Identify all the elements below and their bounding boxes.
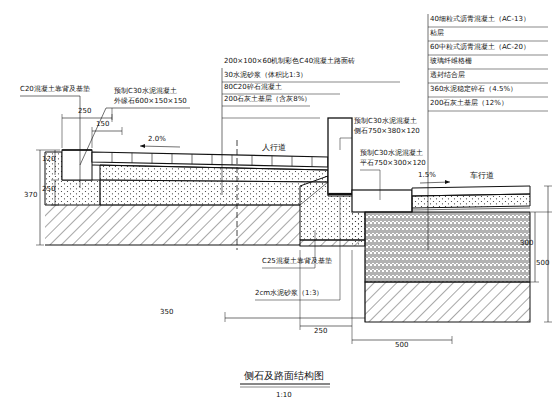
callout-text: 2cm水泥砂浆（1:3） — [255, 290, 323, 298]
callout-text: 预制C30水泥混凝土 — [354, 118, 417, 126]
layer-callout: 360水泥稳定碎石（4.5%） — [430, 86, 517, 94]
dimension-label: 250 — [314, 328, 327, 336]
callout-text: C25混凝土靠背及基垫 — [262, 258, 332, 266]
dimension-label: 350 — [160, 309, 173, 317]
dimension-label: 250 — [42, 186, 55, 194]
dimension-label: 250 — [78, 108, 91, 116]
layer-callout: 30水泥砂浆（体积比1:3） — [224, 72, 307, 80]
layer-callout: 200×100×60机制彩色C40混凝土路面砖 — [224, 58, 355, 66]
callout-text: 侧石750×380×120 — [354, 128, 420, 136]
layer-callout: 透封结合层 — [430, 72, 465, 80]
layer-callout: 玻璃纤维格栅 — [430, 58, 472, 66]
dimension-label: 120 — [42, 156, 55, 164]
scale-label: 1:10 — [276, 392, 292, 400]
zone-label: 人行道 — [262, 144, 286, 153]
callout-text: 外缘石600×150×150 — [114, 98, 187, 106]
dimension-label: 150 — [96, 121, 109, 129]
layer-callout: 40细粒式沥青混凝土（AC-13） — [430, 16, 530, 24]
dimension-label: 500 — [536, 260, 549, 268]
callout-text: 预制C30水泥混凝土 — [360, 150, 423, 158]
callout-text: 平石750×300×120 — [360, 160, 426, 168]
callout-text: C20混凝土靠背及基垫 — [20, 86, 90, 94]
layer-callout: 60中粒式沥青混凝土（AC-20） — [430, 44, 530, 52]
layer-callout: 80C20碎石混凝土 — [224, 84, 282, 92]
layer-callout: 200石灰土基层（12%） — [430, 100, 508, 108]
slope-label: 1.5% — [418, 172, 436, 180]
slope-label: 2.0% — [148, 136, 166, 144]
dimension-label: 370 — [24, 192, 37, 200]
callout-text: 预制C30水泥混凝土 — [114, 88, 177, 96]
layer-callout: 200石灰土基层（含灰8%） — [224, 96, 311, 104]
layer-callout: 粘层 — [430, 30, 444, 38]
drawing-caption: 侧石及路面结构图 — [244, 370, 324, 381]
zone-label: 车行道 — [470, 172, 494, 181]
dimension-label: 300 — [520, 240, 533, 248]
dimension-label: 500 — [395, 342, 408, 350]
